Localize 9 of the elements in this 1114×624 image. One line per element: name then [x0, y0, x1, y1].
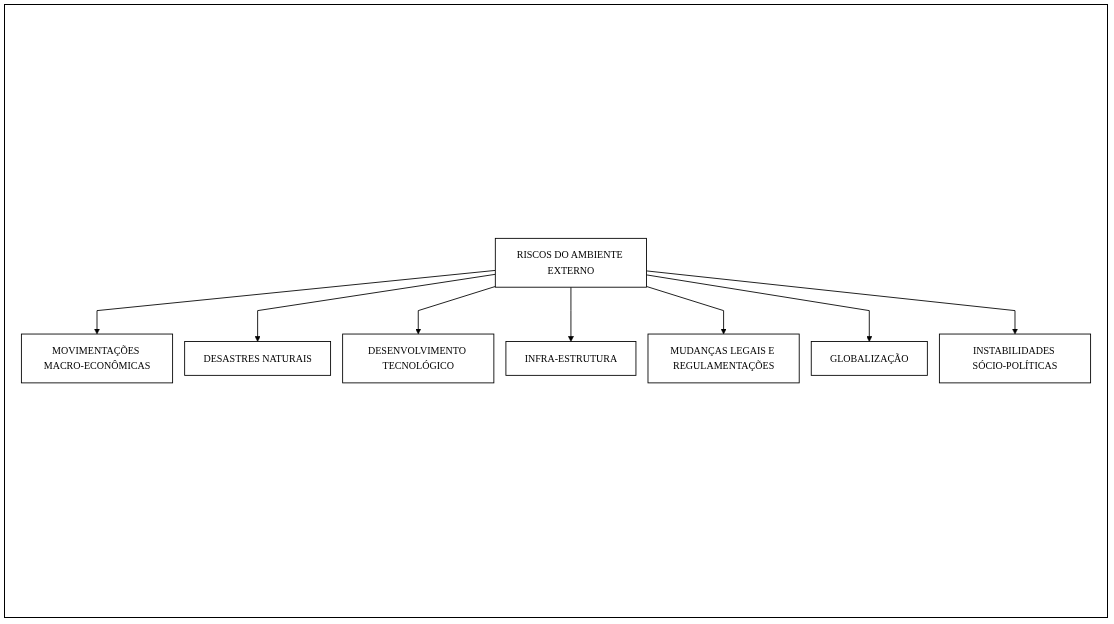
node-box [505, 341, 637, 377]
node-box [20, 333, 174, 384]
node-box [938, 333, 1092, 384]
node-box [342, 333, 495, 384]
diagram-frame: RISCOS DO AMBIENTE EXTERNO MOVIMENTAÇÕES MACRO-ECONÔMICAS DESENVOLVIMENTO TECNOLÓGICO MUDANÇAS LEGAIS E REGULAMENTAÇÕES INSTABILIDADES SÓCIO-POLÍTICAS DESASTRES NATURAIS INFRA-ESTRUTURA GLOBALIZAÇÃO [4, 4, 1108, 618]
node-box [184, 341, 332, 377]
node-box [810, 341, 928, 377]
node-box [494, 238, 647, 288]
node-box [647, 333, 800, 384]
